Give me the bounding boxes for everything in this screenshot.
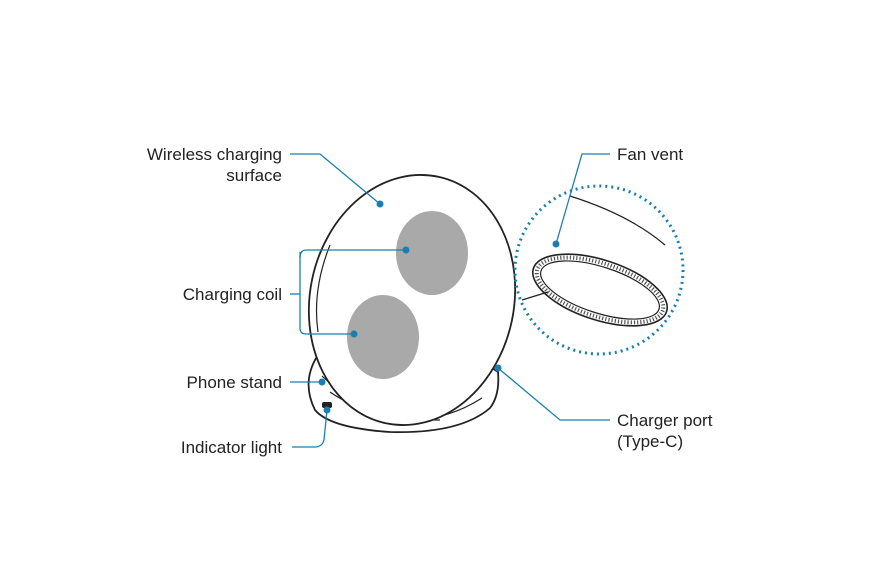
- label-charger-port-1: Charger port: [617, 411, 713, 430]
- label-phone-stand: Phone stand: [187, 373, 282, 392]
- charging-coil-lower: [347, 295, 419, 379]
- label-wireless-charging-surface-1: Wireless charging: [147, 145, 282, 164]
- label-charger-port-2: (Type-C): [617, 432, 683, 451]
- leader-lines: [290, 153, 610, 448]
- charging-coil-upper: [396, 211, 468, 295]
- charging-coils: [347, 211, 468, 379]
- indicator-light: [322, 402, 332, 408]
- label-wireless-charging-surface-2: surface: [226, 166, 282, 185]
- fan-vent-detail: [513, 184, 685, 356]
- label-charging-coil: Charging coil: [183, 285, 282, 304]
- label-indicator-light: Indicator light: [181, 438, 282, 457]
- label-fan-vent: Fan vent: [617, 145, 683, 164]
